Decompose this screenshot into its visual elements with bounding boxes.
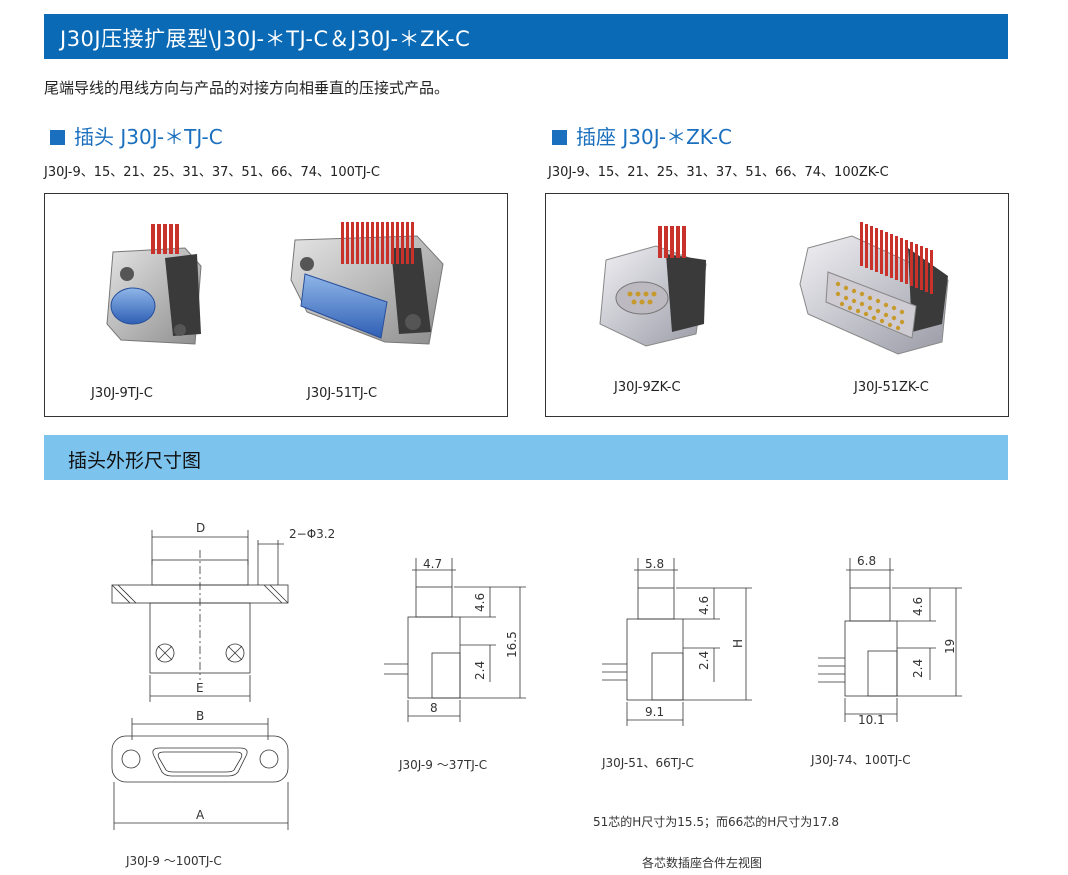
side2-bottom: 9.1 <box>645 705 664 719</box>
plug-photo-box: J30J-9TJ-C J30J-51TJ-C <box>44 193 508 417</box>
square-bullet-icon <box>50 130 65 145</box>
socket-photo-box: J30J-9ZK-C J30J-51ZK-C <box>545 193 1009 417</box>
side2-caption: J30J-51、66TJ-C <box>602 756 694 770</box>
dim-label-d: D <box>196 521 205 535</box>
dim-label-hole: 2−Φ3.2 <box>289 527 335 541</box>
intro-text: 尾端导线的甩线方向与产品的对接方向相垂直的压接式产品。 <box>44 79 450 97</box>
side2-top: 5.8 <box>645 557 664 571</box>
header-bar: J30J压接扩展型\J30J-＊TJ-C＆J30J-＊ZK-C <box>44 14 1008 59</box>
bottom-caption: 各芯数插座合件左视图 <box>642 856 763 870</box>
front-view-caption: J30J-9 ～100TJ-C <box>126 854 222 868</box>
socket-heading: 插座 J30J-＊ZK-C <box>552 121 732 150</box>
side1-top: 4.7 <box>423 557 442 571</box>
side3-d1: 4.6 <box>911 597 925 616</box>
side3-top: 6.8 <box>857 554 876 568</box>
side-view-2-drawing <box>602 558 752 726</box>
square-bullet-icon <box>552 130 567 145</box>
plug-51-image <box>290 222 444 345</box>
dimension-drawings: D 2−Φ3.2 E B A 4.7 4.6 16.5 2.4 8 5.8 4.… <box>111 521 962 830</box>
socket-photos <box>599 222 949 355</box>
page-title: J30J压接扩展型\J30J-＊TJ-C＆J30J-＊ZK-C <box>60 27 471 51</box>
side2-d2: H <box>731 639 745 648</box>
side1-d3: 2.4 <box>473 661 487 680</box>
dim-label-e: E <box>196 681 204 695</box>
dim-label-a: A <box>196 808 205 822</box>
side1-d2: 16.5 <box>505 631 519 658</box>
plug-heading-text: 插头 J30J-＊TJ-C <box>74 125 223 149</box>
plug-heading: 插头 J30J-＊TJ-C <box>50 121 223 150</box>
socket-9-caption: J30J-9ZK-C <box>614 380 681 395</box>
socket-51-caption: J30J-51ZK-C <box>854 380 929 395</box>
dim-label-b: B <box>196 709 204 723</box>
socket-heading-text: 插座 J30J-＊ZK-C <box>576 125 733 149</box>
side-view-1-drawing <box>384 558 526 722</box>
side2-d1: 4.6 <box>697 596 711 615</box>
plug-models: J30J-9、15、21、25、31、37、51、66、74、100TJ-C <box>44 165 380 180</box>
side3-d3: 2.4 <box>911 659 925 678</box>
socket-51-image <box>799 222 949 355</box>
side-view-3-drawing <box>818 558 962 722</box>
plug-9-image <box>106 224 202 345</box>
front-view-bottom-drawing <box>111 718 289 830</box>
dimensions-heading: 插头外形尺寸图 <box>68 450 202 472</box>
plug-photos <box>106 222 444 345</box>
dimensions-section-bar: 插头外形尺寸图 <box>44 435 1008 480</box>
side1-caption: J30J-9 ～37TJ-C <box>399 758 488 772</box>
side3-caption: J30J-74、100TJ-C <box>811 753 911 767</box>
plug-51-caption: J30J-51TJ-C <box>307 386 378 401</box>
side3-bottom: 10.1 <box>858 713 885 727</box>
side3-d2: 19 <box>943 639 957 654</box>
socket-9-image <box>599 226 707 347</box>
side1-d1: 4.6 <box>473 593 487 612</box>
side2-d3: 2.4 <box>697 651 711 670</box>
plug-9-caption: J30J-9TJ-C <box>91 386 153 401</box>
socket-models: J30J-9、15、21、25、31、37、51、66、74、100ZK-C <box>548 165 889 180</box>
h-dimension-note: 51芯的H尺寸为15.5；而66芯的H尺寸为17.8 <box>593 815 840 829</box>
side1-bottom: 8 <box>430 701 438 715</box>
front-view-drawing <box>111 530 289 702</box>
